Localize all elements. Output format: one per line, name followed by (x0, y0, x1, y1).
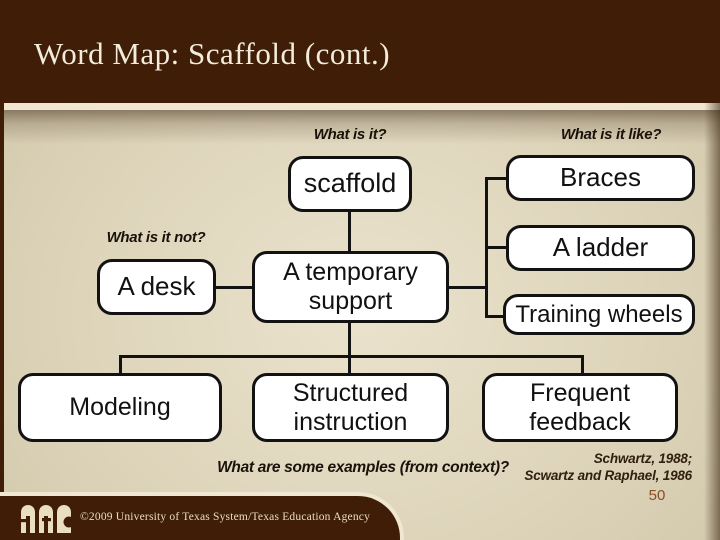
node-modeling: Modeling (18, 373, 222, 442)
university-agency-logo-icon (20, 502, 75, 539)
connector-stub-modeling (119, 355, 122, 374)
label-examples-question: What are some examples (from context)? (217, 459, 509, 476)
header-divider-strip (0, 103, 720, 110)
node-a-ladder: A ladder (506, 225, 695, 271)
label-what-is-it-not: What is it not? (106, 229, 206, 246)
label-what-is-it-like: What is it like? (560, 126, 662, 143)
footer-bar: ©2009 University of Texas System/Texas E… (0, 492, 404, 540)
left-edge-strip (0, 103, 4, 540)
connector-stub-training-wheels (485, 315, 505, 318)
right-edge-shadow (704, 103, 720, 540)
slide-title: Word Map: Scaffold (cont.) (34, 36, 391, 71)
node-braces: Braces (506, 155, 695, 201)
node-structured-instruction: Structured instruction (252, 373, 449, 442)
header-drop-shadow (0, 110, 720, 144)
connector-stub-ladder (485, 246, 508, 249)
connector-support-to-rail (348, 321, 351, 357)
node-frequent-feedback: Frequent feedback (482, 373, 678, 442)
slide-header: Word Map: Scaffold (cont.) (0, 0, 720, 103)
node-training-wheels: Training wheels (503, 294, 695, 335)
node-temporary-support: A temporary support (252, 251, 449, 323)
node-a-desk: A desk (97, 259, 216, 315)
connector-desk-to-support (216, 286, 254, 289)
connector-stub-braces (485, 177, 508, 180)
page-number: 50 (648, 487, 666, 504)
connector-stub-structured (348, 355, 351, 374)
citation-line-1: Schwartz, 1988; (593, 451, 692, 466)
copyright-text: ©2009 University of Texas System/Texas E… (80, 511, 371, 523)
node-scaffold: scaffold (288, 156, 412, 212)
label-what-is-it: What is it? (313, 126, 387, 143)
citation: Schwartz, 1988; Scwartz and Raphael, 198… (452, 451, 692, 485)
citation-line-2: Scwartz and Raphael, 1986 (524, 467, 692, 483)
connector-stub-frequent (581, 355, 584, 374)
connector-bottom-rail (119, 355, 584, 358)
connector-scaffold-to-support (348, 211, 351, 253)
connector-support-to-bracket (447, 286, 488, 289)
